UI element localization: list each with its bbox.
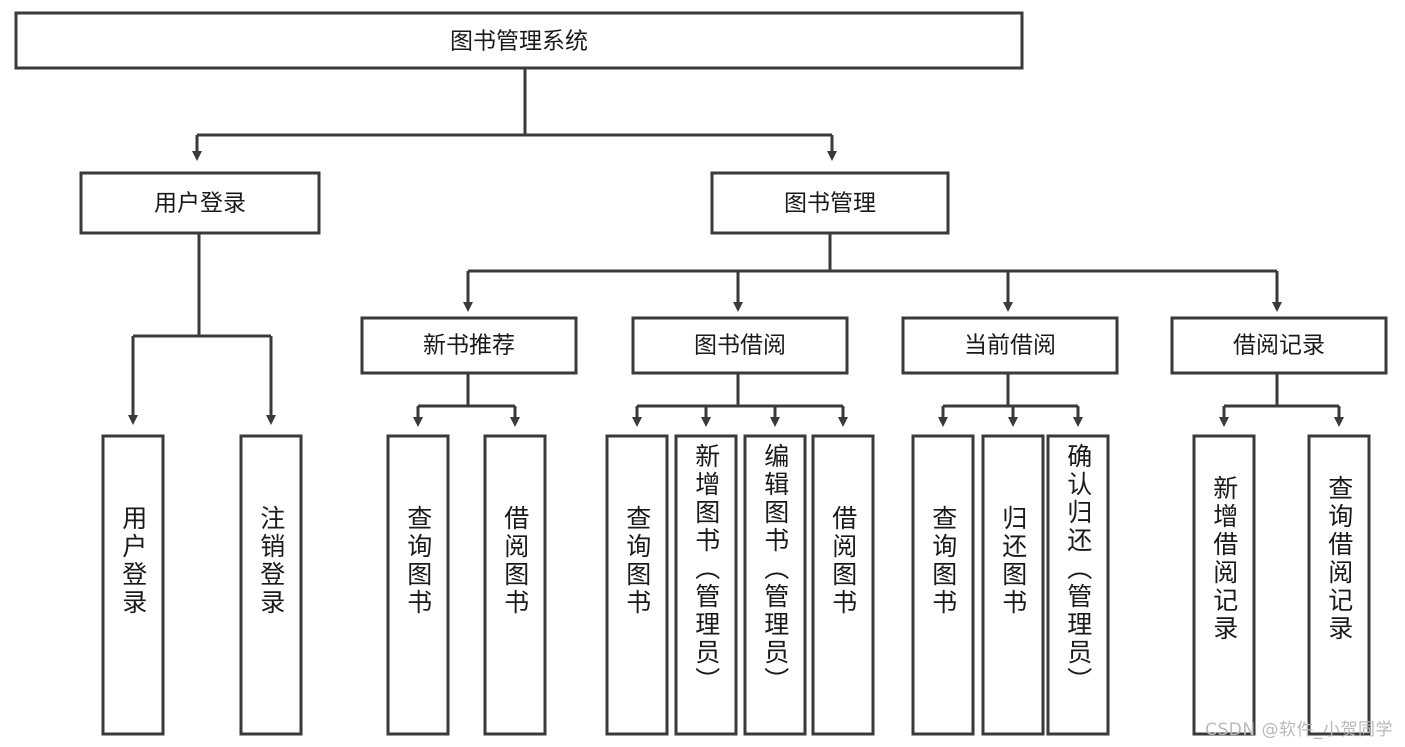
- node-book-borrow-label: 图书借阅: [694, 333, 786, 359]
- node-root[interactable]: 图书管理系统: [14, 11, 1024, 70]
- leaf-return-book[interactable]: [981, 434, 1045, 736]
- connector-root-to-level1: [192, 68, 837, 161]
- node-borrow-record-label: 借阅记录: [1233, 333, 1325, 359]
- node-book-manage-label: 图书管理: [784, 191, 876, 217]
- leaf-confirm-return[interactable]: [1046, 434, 1110, 736]
- leaf-logout[interactable]: [239, 434, 303, 736]
- connector-current-borrow-to-leaves: [938, 373, 1083, 427]
- leaf-add-record[interactable]: [1192, 434, 1256, 736]
- leaf-add-book[interactable]: [674, 434, 738, 736]
- node-current-borrow[interactable]: 当前借阅: [901, 316, 1119, 375]
- node-new-book-recommend-label: 新书推荐: [423, 333, 515, 359]
- connector-book-borrow-to-leaves: [632, 373, 848, 427]
- leaf-query-book-2[interactable]: [605, 434, 669, 736]
- csdn-watermark: CSDN @软件_小贺同学: [1205, 720, 1393, 740]
- leaf-borrow-book-2[interactable]: [811, 434, 875, 736]
- node-book-manage[interactable]: 图书管理: [710, 171, 950, 235]
- leaf-user-login[interactable]: [101, 434, 165, 736]
- connector-borrow-record-to-leaves: [1219, 373, 1344, 427]
- node-user-login[interactable]: 用户登录: [79, 171, 321, 235]
- leaf-query-record[interactable]: [1307, 434, 1371, 736]
- node-new-book-recommend[interactable]: 新书推荐: [360, 316, 578, 375]
- connector-new-book-recommend-to-leaves: [413, 373, 520, 427]
- node-root-label: 图书管理系统: [450, 29, 588, 55]
- connector-user-login-to-leaves: [128, 233, 276, 425]
- leaf-query-book-3[interactable]: [911, 434, 975, 736]
- leaf-borrow-book-1[interactable]: [483, 434, 547, 736]
- connector-book-manage-to-level2: [463, 233, 1282, 312]
- leaf-query-book-1[interactable]: [386, 434, 450, 736]
- leaf-edit-book[interactable]: [743, 434, 807, 736]
- node-book-borrow[interactable]: 图书借阅: [631, 316, 849, 375]
- node-user-login-label: 用户登录: [154, 191, 246, 217]
- node-borrow-record[interactable]: 借阅记录: [1170, 316, 1388, 375]
- node-current-borrow-label: 当前借阅: [964, 333, 1056, 359]
